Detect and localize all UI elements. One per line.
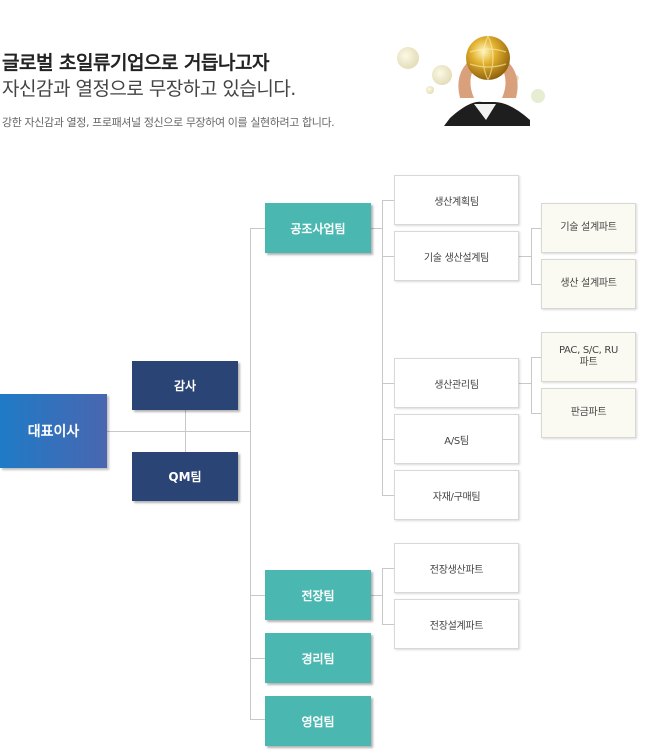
connector-design-out [519,256,531,257]
node-electrical-design-part: 전장설계파트 [394,599,519,649]
node-production-management: 생산관리팀 [394,358,519,408]
node-electrical-production-part: 전장생산파트 [394,543,519,593]
node-electrical-team: 전장팀 [265,570,371,620]
connector-mgmt-out [519,383,531,384]
node-tech-design-part: 기술 설계파트 [541,203,636,253]
connector-division-2 [250,595,265,596]
connector-division-4 [250,719,265,720]
connector-design-part-1 [531,228,541,229]
connector-elec-part-2 [382,624,394,625]
node-sheet-metal-part: 판금파트 [541,388,636,438]
node-ceo: 대표이사 [0,394,107,468]
connector-elec-part-1 [382,568,394,569]
node-qm-team: QM팀 [132,452,238,501]
headline-secondary: 자신감과 열정으로 무장하고 있습니다. [2,78,296,100]
connector-team-1 [382,200,394,201]
connector-division-1 [250,228,265,229]
node-production-design-part: 생산 설계파트 [541,259,636,309]
connector-elec-out [371,595,382,596]
connector-audit-qm [185,410,186,452]
node-accounting-team: 경리팀 [265,633,371,683]
connector-design-spine [531,228,532,284]
connector-team-5 [382,495,394,496]
connector-division-3 [250,658,265,659]
connector-elec-spine [382,568,383,624]
connector-division-spine [250,228,251,719]
node-pac-sc-ru-part: PAC, S/C, RU파트 [541,332,636,382]
connector-team-4 [382,439,394,440]
node-hvac-division: 공조사업팀 [265,203,371,253]
headline-subtitle: 강한 자신감과 열정, 프로패셔널 정신으로 무장하여 이를 실현하려고 합니다… [2,116,335,129]
golden-globe-hands-illustration [397,35,545,126]
headline-primary: 글로벌 초일류기업으로 거듭나고자 [2,52,269,74]
node-materials-purchasing: 자재/구매팀 [394,470,519,520]
connector-mgmt-spine [531,357,532,413]
node-production-planning: 생산계획팀 [394,175,519,225]
node-tech-production-design: 기술 생산설계팀 [394,231,519,281]
connector-ceo-trunk [107,431,250,432]
connector-team-3 [382,383,394,384]
connector-mgmt-part-1 [531,357,541,358]
connector-hvac-out [371,228,382,229]
node-sales-team: 영업팀 [265,696,371,746]
node-as-team: A/S팀 [394,414,519,464]
node-audit: 감사 [132,361,238,410]
connector-design-part-2 [531,284,541,285]
connector-mgmt-part-2 [531,413,541,414]
connector-hvac-spine [382,200,383,495]
connector-team-2 [382,256,394,257]
